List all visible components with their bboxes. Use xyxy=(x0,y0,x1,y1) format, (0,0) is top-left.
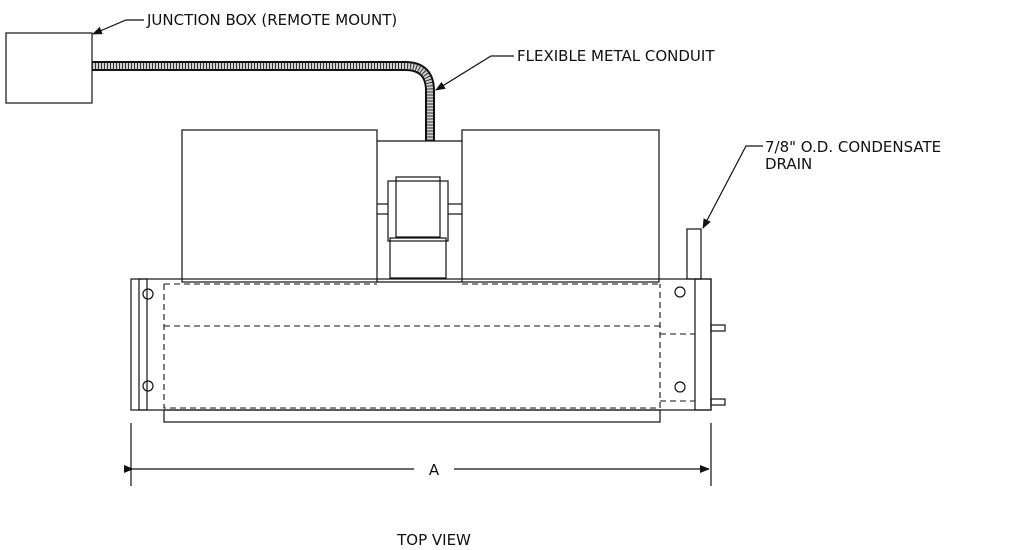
conduit-label: FLEXIBLE METAL CONDUIT xyxy=(517,47,715,65)
dimension-a: A xyxy=(124,423,712,486)
hidden-lines xyxy=(163,283,695,409)
junction-box-callout: JUNCTION BOX (REMOTE MOUNT) xyxy=(92,11,397,35)
junction-box xyxy=(5,32,93,104)
view-title: TOP VIEW xyxy=(396,531,471,549)
blower-motor xyxy=(377,140,462,283)
condensate-drain-label-line2: DRAIN xyxy=(765,155,812,173)
dimension-label: A xyxy=(429,461,440,479)
coil-casing xyxy=(130,278,712,423)
conduit-callout: FLEXIBLE METAL CONDUIT xyxy=(435,47,715,91)
junction-box-label: JUNCTION BOX (REMOTE MOUNT) xyxy=(146,11,397,29)
condensate-drain-label-line1: 7/8" O.D. CONDENSATE xyxy=(765,138,941,156)
flexible-metal-conduit xyxy=(92,61,435,141)
condensate-drain xyxy=(686,228,726,406)
left-blower-housing xyxy=(181,129,378,283)
condensate-drain-callout: 7/8" O.D. CONDENSATE DRAIN xyxy=(702,138,941,229)
right-blower-housing xyxy=(461,129,660,283)
